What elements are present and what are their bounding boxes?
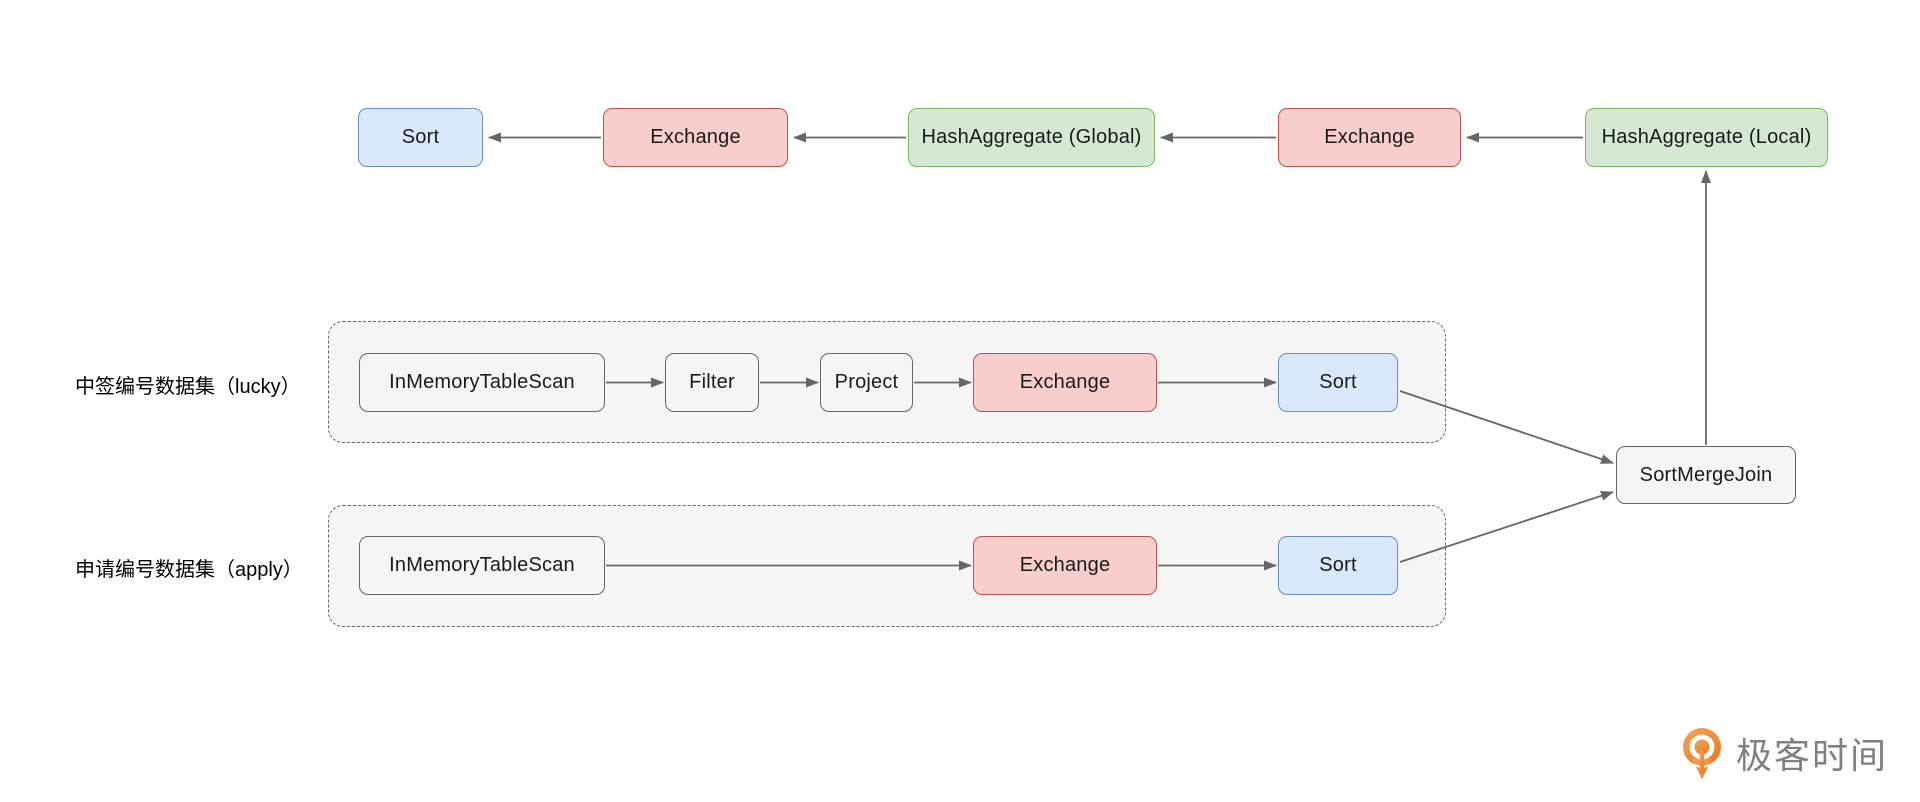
node-hashaggregate-local: HashAggregate (Local)	[1585, 108, 1828, 167]
geektime-logo: 极客时间	[1680, 726, 1888, 780]
node-apply-exchange: Exchange	[973, 536, 1157, 595]
node-lucky-exchange: Exchange	[973, 353, 1157, 412]
node-lucky-inmemorytablescan: InMemoryTableScan	[359, 353, 605, 412]
lucky-group-label: 中签编号数据集（lucky）	[75, 376, 301, 398]
node-lucky-filter: Filter	[665, 353, 759, 412]
node-sort-final: Sort	[358, 108, 483, 167]
node-lucky-project: Project	[820, 353, 913, 412]
node-apply-sort: Sort	[1278, 536, 1398, 595]
node-sortmergejoin: SortMergeJoin	[1616, 446, 1796, 504]
node-lucky-sort: Sort	[1278, 353, 1398, 412]
node-exchange-mid: Exchange	[1278, 108, 1461, 167]
node-apply-inmemorytablescan: InMemoryTableScan	[359, 536, 605, 595]
node-exchange-final: Exchange	[603, 108, 788, 167]
node-hashaggregate-global: HashAggregate (Global)	[908, 108, 1155, 167]
apply-group-label: 申请编号数据集（apply）	[75, 559, 303, 581]
geektime-logo-icon	[1683, 728, 1721, 779]
geektime-logo-text: 极客时间	[1736, 735, 1889, 776]
